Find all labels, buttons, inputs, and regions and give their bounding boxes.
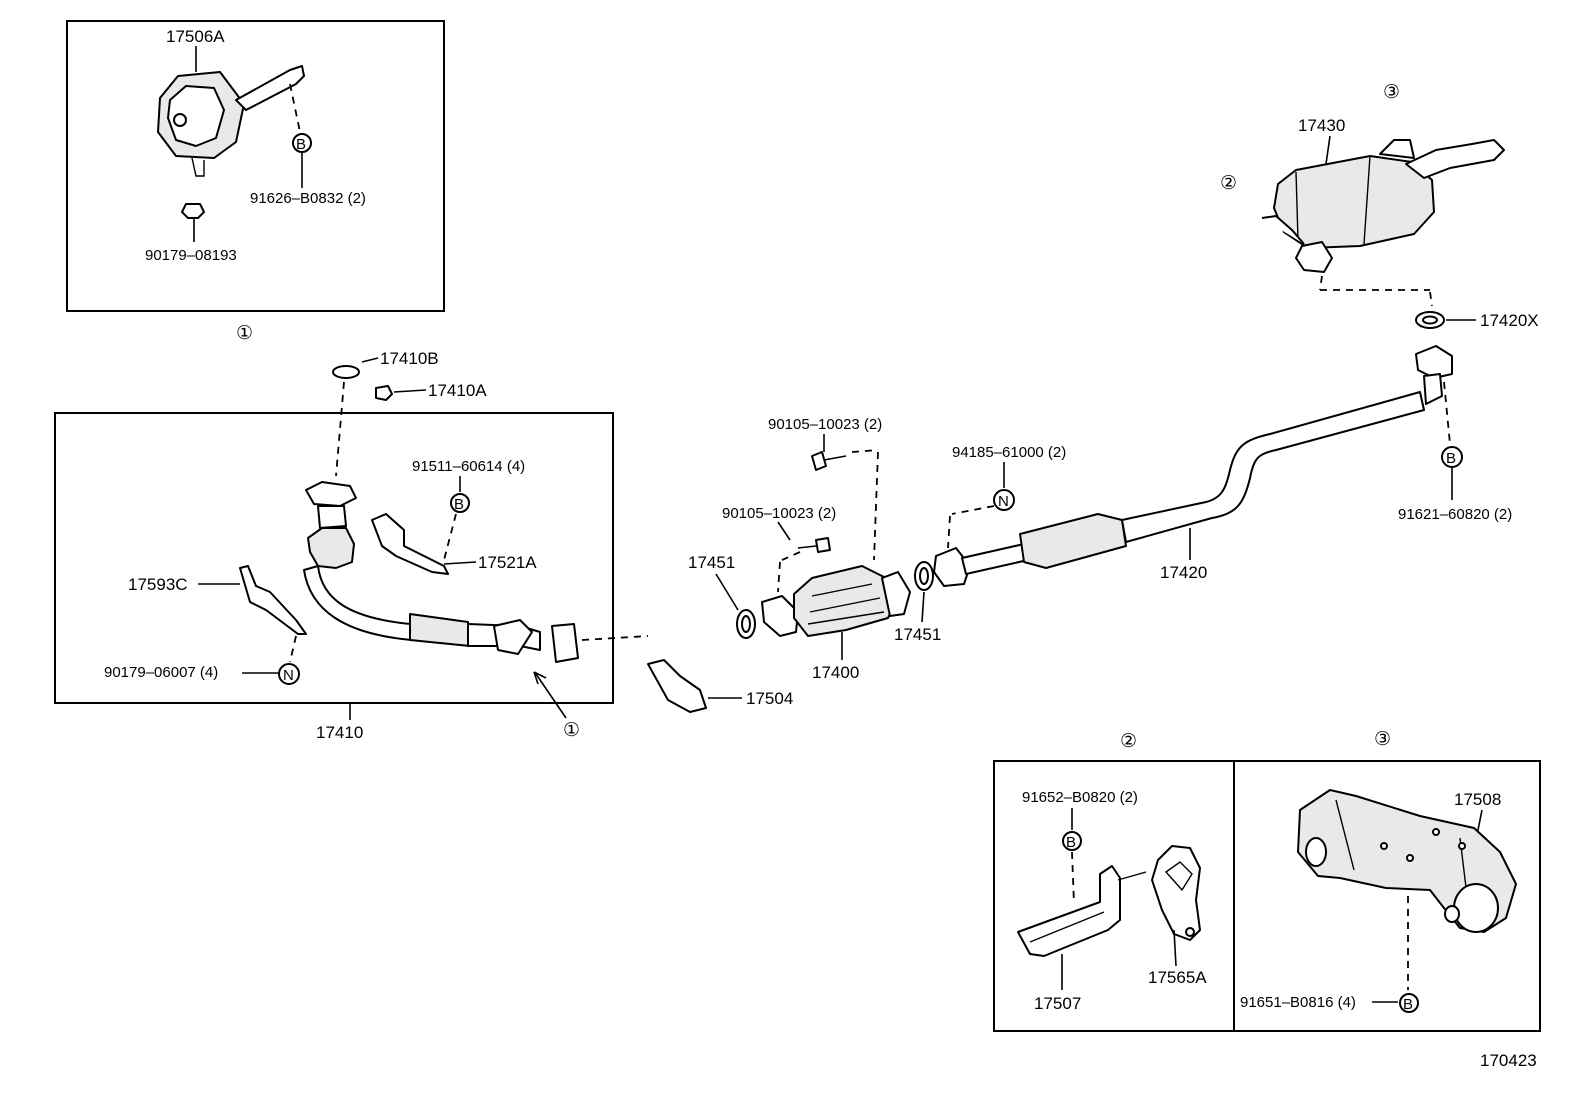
nut-90179-08193 (181, 203, 205, 219)
label-17565A: 17565A (1148, 968, 1207, 987)
bolt-90105-mid (797, 537, 831, 553)
dash-17593C (289, 635, 297, 663)
label-91652-B0820: 91652–B0820 (2) (1022, 789, 1138, 806)
nut-17410A (375, 385, 393, 401)
gasket-17451-right (914, 561, 934, 591)
center-pipe-17420 (933, 345, 1453, 587)
dash-91511 (443, 513, 457, 561)
bolt-90105-top (811, 451, 847, 471)
label-94185-61000: 94185–61000 (2) (952, 444, 1066, 461)
leader-90105-mid (777, 521, 791, 541)
catalytic-converter-17400 (761, 565, 911, 637)
bracket-17508 (1297, 789, 1517, 933)
B-letter: B (1066, 834, 1076, 851)
callout-1-box-label: ① (236, 323, 253, 344)
label-91626-B0832: 91626–B0832 (2) (250, 190, 366, 207)
label-17410A: 17410A (428, 381, 487, 400)
dash-gasket-flange (335, 381, 345, 477)
front-pipe-17410 (303, 481, 579, 663)
label-17451-left: 17451 (688, 553, 735, 572)
bracket-17521A (371, 513, 449, 575)
label-17504: 17504 (746, 689, 793, 708)
label-17593C: 17593C (128, 575, 188, 594)
callout-3-muffler: ③ (1383, 82, 1400, 103)
callout-2-box-label: ② (1120, 731, 1137, 752)
callout-2-muffler: ② (1220, 173, 1237, 194)
label-17420X: 17420X (1480, 311, 1539, 330)
label-90105-10023-top: 90105–10023 (2) (768, 416, 882, 433)
label-17508: 17508 (1454, 790, 1501, 809)
label-17451-right: 17451 (894, 625, 941, 644)
label-90179-06007: 90179–06007 (4) (104, 664, 218, 681)
B-letter: B (1446, 450, 1456, 467)
dash-94185-v (947, 515, 951, 549)
B-letter: B (1403, 996, 1413, 1013)
dash-muffler-v2 (1429, 291, 1433, 307)
leader-17410A (393, 389, 427, 393)
label-17430: 17430 (1298, 116, 1345, 135)
leader-17565A (1173, 929, 1177, 967)
dash-90105-mid-h (781, 551, 801, 561)
leader-17521A (443, 561, 477, 565)
callout-1-pointer: ① (563, 720, 580, 741)
callout-1-arrow (533, 671, 567, 719)
dash-muffler-v (1319, 275, 1323, 291)
dash-90105-top-h (851, 449, 879, 453)
label-90179-08193: 90179–08193 (145, 247, 237, 264)
label-17506A: 17506A (166, 27, 225, 46)
hanger-17565A (1151, 845, 1201, 941)
leader-17451-right (921, 591, 925, 623)
muffler-17430 (1261, 139, 1505, 273)
dash-90105-mid-v (777, 561, 781, 593)
B-icon (450, 493, 470, 513)
dash-frontpipe-cat (581, 635, 649, 641)
label-91511-60614: 91511–60614 (4) (412, 458, 525, 475)
dash-91652 (1071, 851, 1075, 905)
B-letter: B (454, 496, 464, 513)
gasket-17410B (332, 365, 360, 379)
bracket-17504 (647, 659, 707, 713)
B-icon (1399, 993, 1419, 1013)
dash-90105-top-v (873, 451, 879, 561)
gasket-17451-left (736, 609, 756, 639)
label-91621-60820: 91621–60820 (2) (1398, 506, 1512, 523)
detail-box-2-3 (993, 760, 1541, 1032)
label-17521A: 17521A (478, 553, 537, 572)
B-letter: B (296, 136, 306, 153)
B-icon (1062, 831, 1082, 851)
figure-number: 170423 (1480, 1051, 1537, 1070)
B-icon (1441, 446, 1463, 468)
label-17507: 17507 (1034, 994, 1081, 1013)
label-17410B: 17410B (380, 349, 439, 368)
N-icon (278, 663, 300, 685)
leader-17430 (1325, 135, 1331, 165)
label-17400: 17400 (812, 663, 859, 682)
gasket-17420X (1415, 311, 1445, 329)
bracket-17507 (1017, 865, 1147, 957)
leader-17451-left (715, 573, 739, 611)
hanger-17506A (157, 65, 305, 177)
front-pipe-box (54, 412, 614, 704)
N-icon (993, 489, 1015, 511)
dash-17506A-bolt (289, 83, 301, 133)
N-letter: N (283, 667, 294, 684)
dash-94185-h (951, 505, 995, 515)
label-17410: 17410 (316, 723, 363, 742)
label-90105-10023-mid: 90105–10023 (2) (722, 505, 836, 522)
N-letter: N (998, 493, 1009, 510)
label-91651-B0816: 91651–B0816 (4) (1240, 994, 1356, 1011)
leader-17410B (361, 357, 379, 363)
detail-box-1 (66, 20, 445, 312)
bracket-17593C (239, 565, 307, 635)
label-17420: 17420 (1160, 563, 1207, 582)
dash-91621 (1443, 381, 1451, 445)
callout-3-box-label: ③ (1374, 729, 1391, 750)
